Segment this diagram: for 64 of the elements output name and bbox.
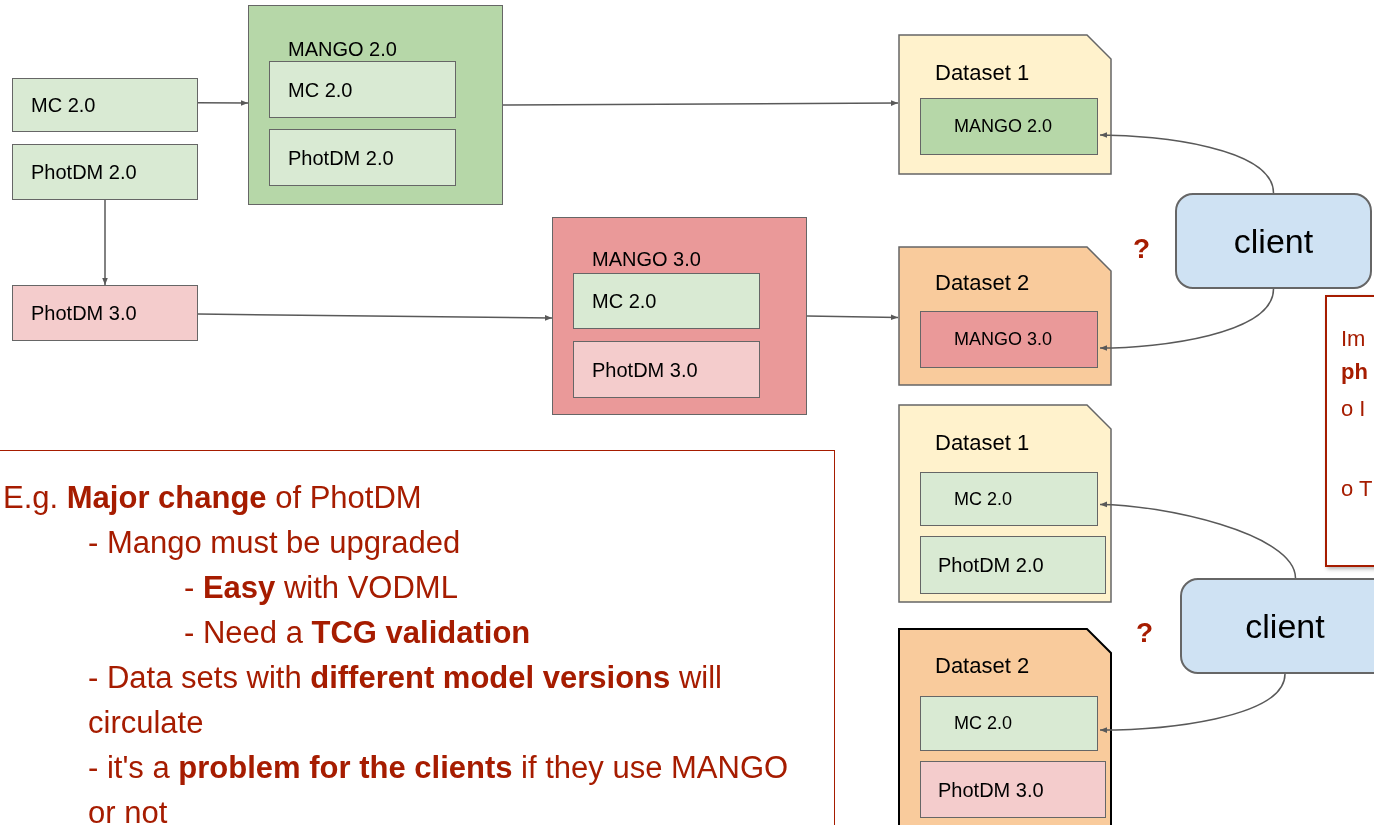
note-box (1325, 295, 1374, 567)
arrow (1099, 288, 1275, 351)
arrow (1099, 501, 1297, 579)
model-box (269, 61, 456, 118)
box-label: Dataset 2 (935, 269, 1030, 297)
model-box (269, 129, 456, 186)
model-box (920, 472, 1098, 526)
arrow (1099, 132, 1275, 194)
box-label: MANGO 2.0 (288, 37, 397, 62)
question-mark: ? (1133, 232, 1151, 266)
arrow (197, 313, 553, 321)
client-box (1175, 193, 1372, 289)
model-box (920, 696, 1098, 751)
model-box (920, 311, 1098, 368)
box-label: MC 2.0 (31, 93, 96, 118)
box-label: Dataset 1 (935, 429, 1030, 457)
box-label: MANGO 3.0 (954, 328, 1053, 351)
note-text: - Mango must be upgraded (88, 524, 461, 562)
box-label: PhotDM 3.0 (592, 357, 698, 383)
note-box (0, 450, 835, 825)
box-label: MC 2.0 (288, 77, 353, 103)
model-box (920, 536, 1106, 594)
box-label: PhotDM 2.0 (31, 160, 137, 185)
box-label: MANGO 2.0 (954, 115, 1053, 138)
arrow (102, 199, 108, 286)
note-text: o T (1341, 475, 1373, 503)
box-label: PhotDM 3.0 (938, 777, 1044, 803)
note-text: E.g. Major change of PhotDM (3, 479, 422, 517)
note-text: Im (1341, 325, 1366, 353)
model-box (12, 144, 198, 200)
box-label: PhotDM 2.0 (938, 553, 1044, 578)
note-text: o I (1341, 395, 1366, 423)
box-label: PhotDM 2.0 (288, 145, 394, 171)
arrow (502, 100, 899, 106)
model-box (573, 341, 760, 398)
container-box (552, 217, 807, 415)
model-box (12, 285, 198, 341)
container-box (248, 5, 503, 205)
arrow (806, 314, 899, 321)
arrow (1099, 673, 1286, 733)
question-mark: ? (1136, 616, 1154, 650)
dataset-document (898, 404, 1112, 603)
arrow (197, 100, 249, 106)
note-text: - Easy with VODML (184, 569, 458, 607)
model-box (920, 761, 1106, 818)
box-label: Dataset 1 (935, 59, 1030, 87)
note-text: ph (1341, 358, 1368, 386)
box-label: MANGO 3.0 (592, 247, 701, 272)
box-label: Dataset 2 (935, 652, 1030, 680)
model-box (573, 273, 760, 329)
client-box (1180, 578, 1374, 674)
note-text: - it's a problem for the clients if they use MANGO or not (88, 749, 790, 825)
box-label: MC 2.0 (954, 487, 1013, 511)
dataset-document (898, 34, 1112, 175)
box-label: client (1233, 220, 1314, 262)
note-text: - Need a TCG validation (184, 614, 531, 652)
model-box (920, 98, 1098, 155)
dataset-document (898, 246, 1112, 386)
box-label: PhotDM 3.0 (31, 301, 137, 326)
box-label: MC 2.0 (592, 289, 657, 314)
model-box (12, 78, 198, 132)
box-label: client (1245, 605, 1325, 647)
dataset-document (898, 628, 1112, 825)
box-label: MC 2.0 (954, 712, 1013, 735)
